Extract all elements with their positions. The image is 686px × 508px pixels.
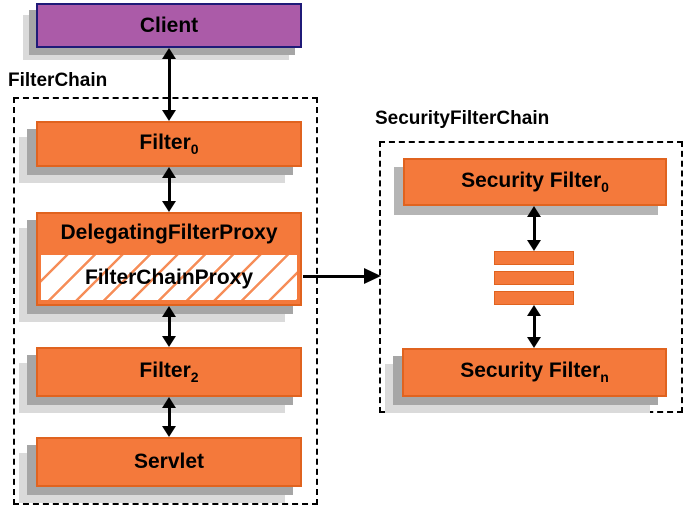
security-filtern-subscript: n <box>600 369 609 386</box>
client-box: Client <box>36 3 302 48</box>
arrow-shaft <box>167 400 171 434</box>
bidirectional-arrow-delegatingproxy-filter2 <box>162 306 176 347</box>
arrow-shaft <box>167 309 171 344</box>
bidirectional-arrow-client-filter0 <box>162 48 176 121</box>
client-box-label: Client <box>139 13 199 37</box>
arrow-filterchainproxy-securityfilterchain <box>303 268 381 284</box>
security-filtern-label: Security Filtern <box>460 359 609 385</box>
servlet-box-face: Servlet <box>36 437 302 487</box>
security-filtern-box: Security Filtern <box>402 348 667 397</box>
security-filtern-face: Security Filtern <box>402 348 667 397</box>
filter-chain-proxy-label: FilterChainProxy <box>84 265 254 289</box>
arrowhead-down-icon <box>162 426 176 437</box>
arrowhead-down-icon <box>527 240 541 251</box>
arrow-shaft <box>167 170 171 209</box>
security-filter0-box: Security Filter0 <box>403 158 667 206</box>
bidirectional-arrow-stack-securityfiltern <box>527 305 541 348</box>
filter0-box: Filter0 <box>36 121 302 167</box>
filter0-text: Filter <box>139 130 191 154</box>
filter-chain-proxy-box: FilterChainProxy <box>39 253 299 302</box>
arrowhead-down-icon <box>162 110 176 121</box>
arrow-shaft <box>532 209 536 248</box>
security-filter0-label: Security Filter0 <box>461 169 609 195</box>
filter2-subscript: 2 <box>190 369 199 386</box>
delegating-filter-proxy-box: DelegatingFilterProxy FilterChainProxy <box>36 212 302 306</box>
security-filter0-subscript: 0 <box>601 179 609 196</box>
filter-stack-bar-2 <box>494 271 574 285</box>
bidirectional-arrow-securityfilter0-stack <box>527 206 541 251</box>
filter0-box-face: Filter0 <box>36 121 302 167</box>
filter0-box-label: Filter0 <box>139 131 198 157</box>
servlet-box: Servlet <box>36 437 302 487</box>
arrowhead-down-icon <box>527 337 541 348</box>
filter-stack-bar-1 <box>494 251 574 265</box>
security-filter0-text: Security Filter <box>461 168 602 192</box>
arrow-shaft <box>303 274 373 278</box>
filter-chain-title: FilterChain <box>8 70 108 91</box>
arrowhead-right-icon <box>364 268 381 284</box>
arrowhead-down-icon <box>162 201 176 212</box>
filter2-text: Filter <box>139 358 191 382</box>
security-filter-chain-title: SecurityFilterChain <box>375 108 550 129</box>
client-box-face: Client <box>36 3 302 48</box>
bidirectional-arrow-filter0-delegatingproxy <box>162 167 176 212</box>
filter0-subscript: 0 <box>190 141 199 158</box>
arrow-shaft <box>532 308 536 345</box>
security-filtern-text: Security Filter <box>460 359 601 383</box>
delegating-filter-proxy-label: DelegatingFilterProxy <box>60 221 278 244</box>
arrowhead-down-icon <box>162 336 176 347</box>
bidirectional-arrow-filter2-servlet <box>162 397 176 437</box>
security-filter0-face: Security Filter0 <box>403 158 667 206</box>
filter2-box-label: Filter2 <box>139 359 198 385</box>
arrow-shaft <box>167 51 171 118</box>
filter2-box: Filter2 <box>36 347 302 397</box>
filter2-box-face: Filter2 <box>36 347 302 397</box>
filter-stack-bar-3 <box>494 291 574 305</box>
filter-chain-boundary <box>13 97 318 505</box>
servlet-box-label: Servlet <box>133 450 205 473</box>
